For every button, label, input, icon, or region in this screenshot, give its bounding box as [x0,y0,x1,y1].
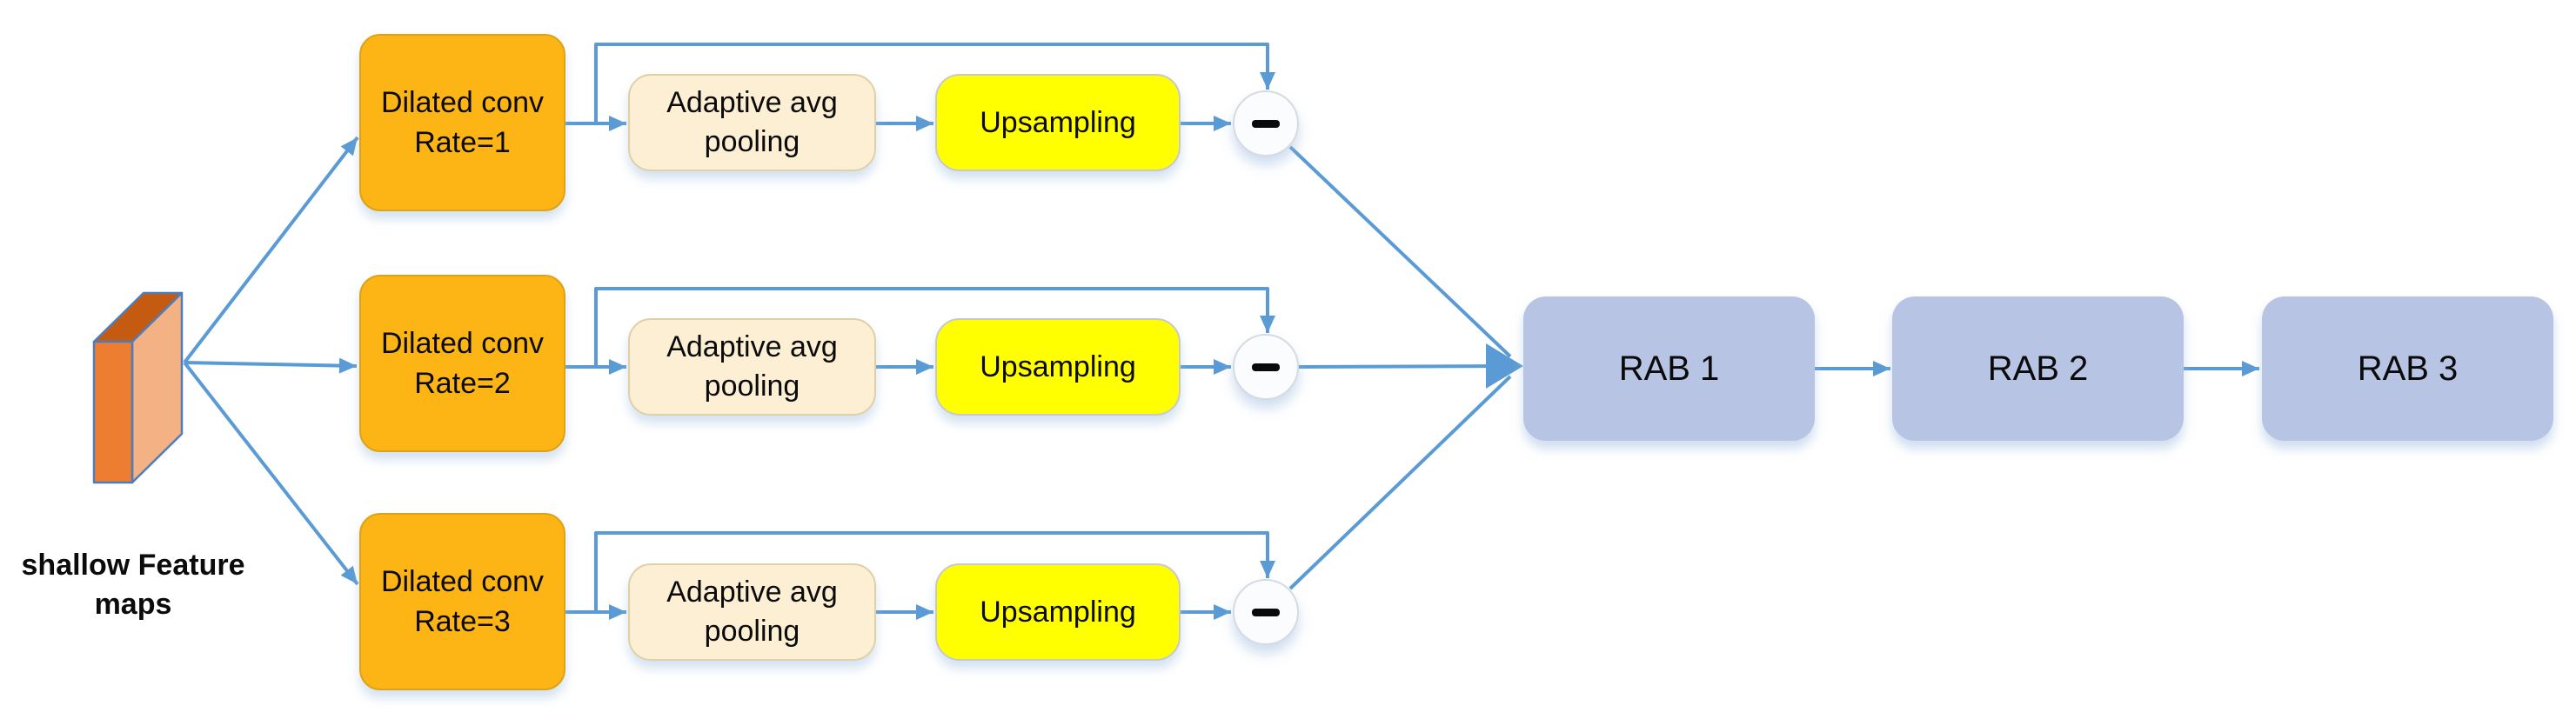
rab-3-label: RAB 3 [2357,349,2459,388]
dilated-conv-2-label-line1: Dilated conv [380,327,545,360]
rab-1-label: RAB 1 [1618,349,1720,388]
upsampling-box-1: Upsampling [935,74,1181,171]
subtract-node-1 [1233,90,1299,156]
feature-maps-slab [92,291,184,484]
branch3-node-to-rab-line [1288,375,1512,590]
feature-maps-label: shallow Feature maps [0,546,266,624]
feature-maps-slab-front [92,340,134,484]
minus-icon [1252,608,1280,616]
feature-maps-label-line2: maps [94,588,172,621]
dilated-conv-3-label-line1: Dilated conv [380,565,545,598]
feature-maps-label-line1: shallow Feature [21,549,245,582]
adaptive-avg-pooling-box-3: Adaptive avg pooling [628,563,876,661]
pooling-2-label-line1: Adaptive avg [666,330,838,363]
pooling-3-label-line1: Adaptive avg [666,576,838,609]
rab-2-label: RAB 2 [1987,349,2089,388]
dilated-conv-box-1: Dilated conv Rate=1 [359,34,565,211]
pooling-2-label-line2: pooling [704,369,800,403]
adaptive-avg-pooling-box-2: Adaptive avg pooling [628,318,876,416]
dilated-conv-box-3: Dilated conv Rate=3 [359,513,565,690]
rab-box-1: RAB 1 [1523,296,1815,441]
branch1-skip-connector [594,43,1275,123]
pooling-1-label-line1: Adaptive avg [666,86,838,119]
rab-box-3: RAB 3 [2262,296,2553,441]
minus-icon [1252,119,1280,128]
dilated-conv-2-label-line2: Rate=2 [414,367,511,400]
dilated-conv-1-label-line1: Dilated conv [380,86,545,119]
convergence-arrowhead [1486,343,1523,389]
dilated-conv-box-2: Dilated conv Rate=2 [359,275,565,452]
upsampling-box-3: Upsampling [935,563,1181,661]
rab-box-2: RAB 2 [1892,296,2184,441]
subtract-node-3 [1233,579,1299,645]
pooling-3-label-line2: pooling [704,615,800,648]
minus-icon [1252,363,1280,371]
fan-arrow-branch-2 [184,357,358,374]
fan-arrow-branch-3 [183,361,359,586]
branch2-node-to-rab-line [1298,364,1513,369]
dilated-conv-1-label-line2: Rate=1 [414,126,511,159]
upsampling-1-label: Upsampling [980,105,1136,139]
adaptive-avg-pooling-box-1: Adaptive avg pooling [628,74,876,171]
dilated-conv-3-label-line2: Rate=3 [414,605,511,638]
upsampling-2-label: Upsampling [980,350,1136,383]
pooling-1-label-line2: pooling [704,125,800,158]
branch2-skip-connector [594,287,1275,367]
upsampling-3-label: Upsampling [980,595,1136,629]
subtract-node-2 [1233,334,1299,400]
fan-arrow-branch-1 [183,136,359,364]
branch1-node-to-rab-line [1288,145,1512,358]
upsampling-box-2: Upsampling [935,318,1181,416]
branch3-skip-connector [594,531,1275,612]
